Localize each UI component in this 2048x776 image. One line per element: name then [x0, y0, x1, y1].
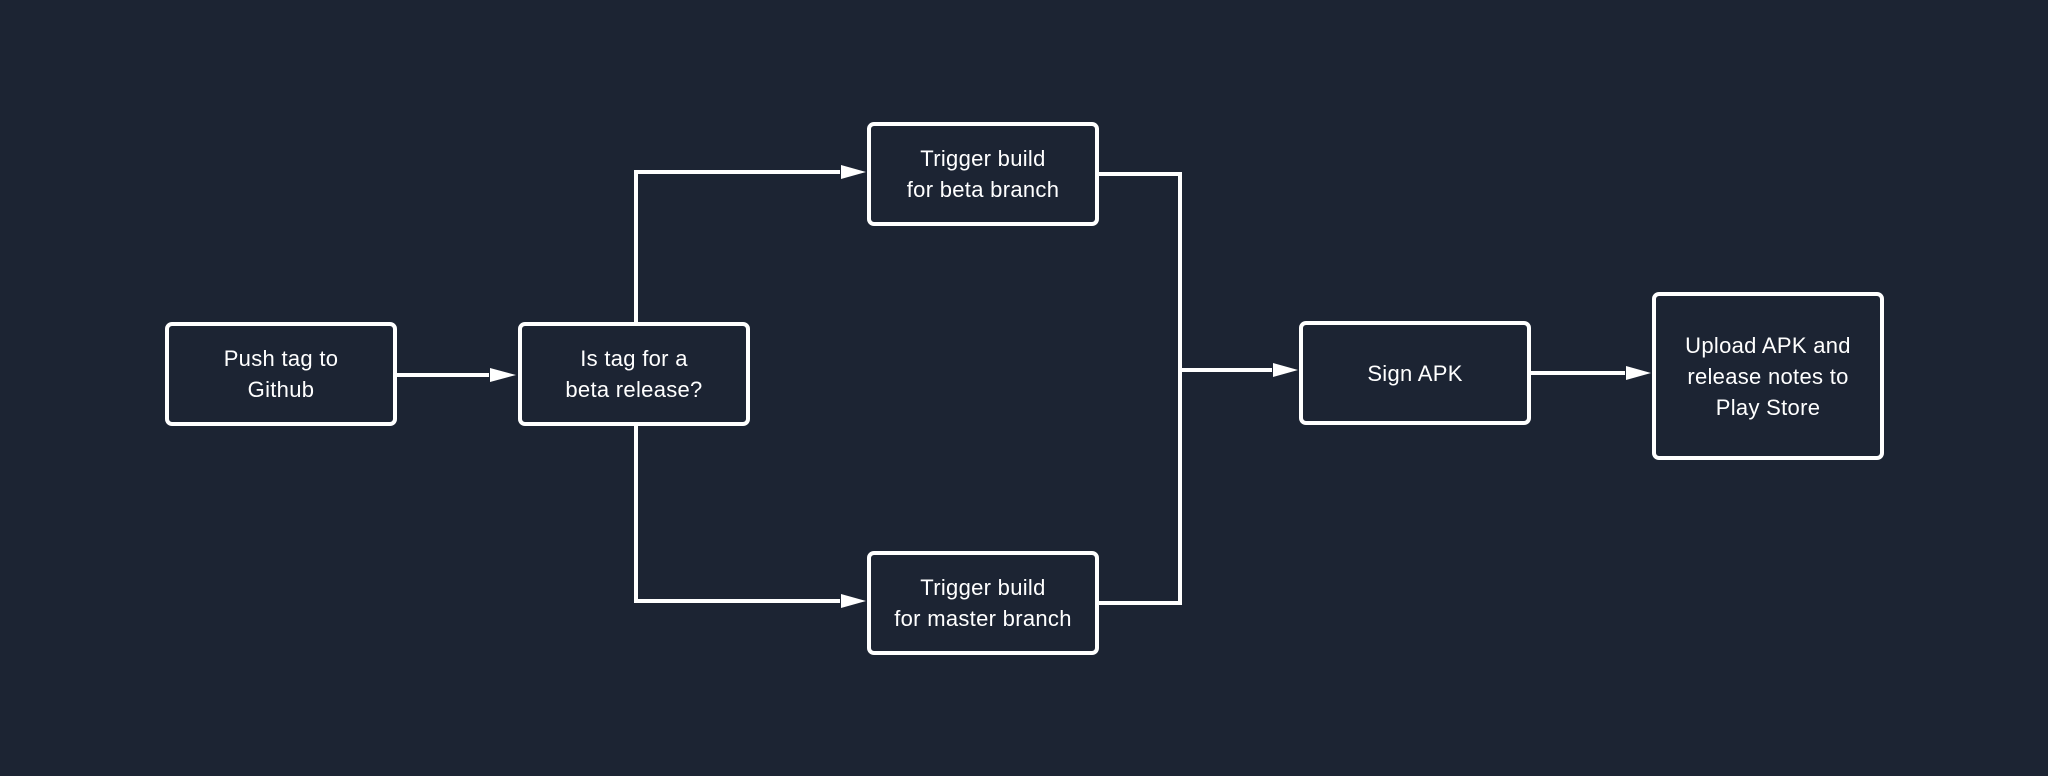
node-sign-apk-label: Sign APK	[1367, 360, 1463, 386]
arrow-decision-to-master	[634, 426, 840, 603]
node-build-master-label: Trigger build for master branch	[894, 575, 1072, 631]
node-build-beta: Trigger build for beta branch	[867, 122, 1099, 226]
arrowhead-decision-to-master	[841, 594, 866, 608]
connector-master-to-merge	[1099, 370, 1182, 605]
arrowhead-merge-to-sign	[1273, 363, 1298, 377]
connector-beta-to-merge	[1099, 172, 1182, 370]
node-sign-apk: Sign APK	[1299, 321, 1531, 425]
node-upload-label: Upload APK and release notes to Play Sto…	[1685, 332, 1851, 420]
arrow-decision-to-beta	[634, 170, 840, 322]
node-push-tag: Push tag to Github	[165, 322, 397, 426]
arrowhead-sign-to-upload	[1626, 366, 1651, 380]
arrowhead-push-to-decision	[490, 368, 516, 382]
node-build-beta-label: Trigger build for beta branch	[906, 146, 1060, 202]
node-beta-decision-label: Is tag for a beta release?	[565, 346, 703, 402]
arrowhead-decision-to-beta	[841, 165, 866, 179]
node-build-master: Trigger build for master branch	[867, 551, 1099, 655]
node-beta-decision: Is tag for a beta release?	[518, 322, 750, 426]
node-upload: Upload APK and release notes to Play Sto…	[1652, 292, 1884, 460]
node-push-tag-label: Push tag to Github	[223, 346, 339, 402]
